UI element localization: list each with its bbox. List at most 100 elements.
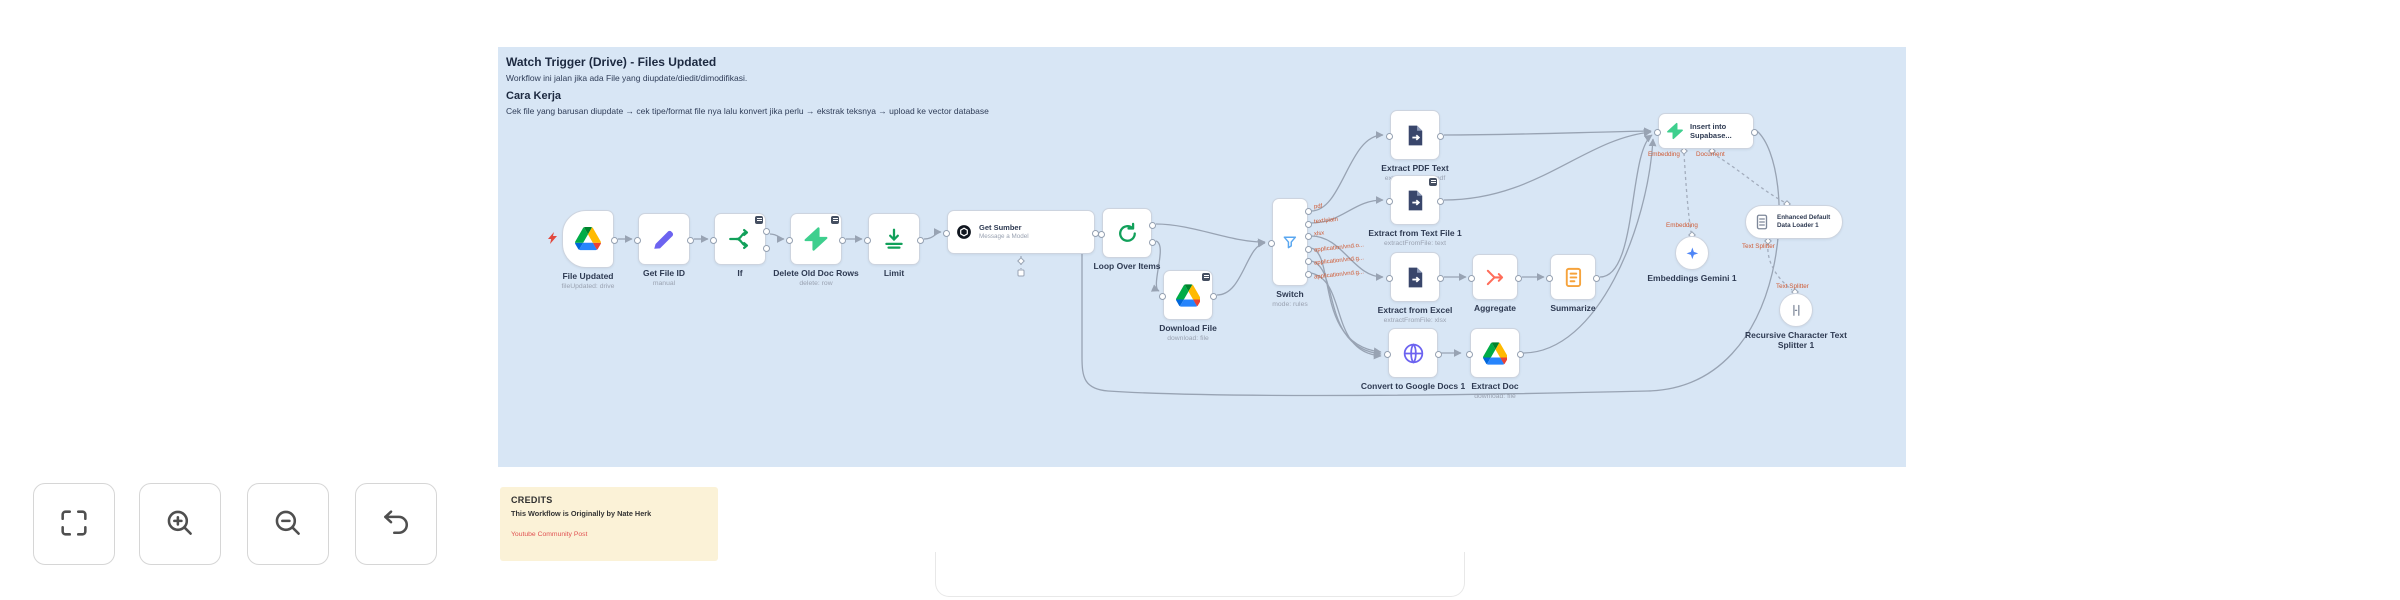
globe-icon — [1389, 329, 1437, 377]
input-port[interactable] — [1386, 197, 1393, 205]
connection-label: Embedding — [1648, 151, 1680, 158]
connection-label: Embedding — [1666, 222, 1698, 229]
input-port[interactable] — [1466, 350, 1473, 358]
node-label: If — [737, 268, 743, 278]
zoom-out-button[interactable] — [247, 483, 329, 565]
limit-icon — [869, 214, 919, 264]
node-label: Limit — [883, 268, 905, 278]
workflow-canvas[interactable]: Watch Trigger (Drive) - Files Updated Wo… — [498, 47, 1906, 467]
output-port[interactable] — [1149, 238, 1156, 246]
workflow-title: Watch Trigger (Drive) - Files Updated — [506, 55, 717, 69]
reset-view-button[interactable] — [355, 483, 437, 565]
output-port[interactable] — [1149, 222, 1156, 230]
output-port[interactable] — [1305, 220, 1312, 228]
pencil-icon — [639, 214, 689, 264]
node-label: Convert to Google Docs 1 — [1360, 381, 1466, 391]
input-port[interactable] — [1098, 230, 1105, 238]
credits-link[interactable]: Youtube Community Post — [511, 531, 588, 538]
credits-line: This Workflow is Originally by Nate Herk — [511, 509, 652, 518]
connection-label: Document — [1696, 151, 1725, 158]
input-port[interactable] — [1159, 292, 1166, 300]
node-subtitle: Message a Model — [979, 233, 1029, 241]
input-port[interactable] — [786, 236, 793, 244]
switch-output-label: application/vnd.g... — [1313, 269, 1365, 281]
input-port[interactable] — [1384, 350, 1391, 358]
output-port[interactable] — [1305, 233, 1312, 241]
input-port[interactable] — [1546, 274, 1553, 282]
fullscreen-button[interactable] — [33, 483, 115, 565]
node-aggregate[interactable]: Aggregate — [1468, 254, 1522, 313]
input-port[interactable] — [1386, 274, 1393, 282]
output-port[interactable] — [1517, 350, 1524, 358]
output-port[interactable] — [1593, 274, 1600, 282]
node-limit[interactable]: Limit — [864, 213, 924, 278]
zoom-out-icon — [271, 506, 305, 543]
output-port[interactable] — [1435, 350, 1442, 358]
output-port[interactable] — [917, 236, 924, 244]
node-data-loader[interactable]: Enhanced Default Data Loader 1 — [1745, 205, 1843, 239]
node-label: Summarize — [1550, 303, 1596, 313]
undo-arrow-icon — [379, 506, 413, 543]
output-port[interactable] — [1751, 128, 1758, 136]
node-insert-supabase[interactable]: Insert into Supabase... — [1654, 113, 1758, 149]
zoom-in-icon — [163, 506, 197, 543]
input-port[interactable] — [1268, 239, 1275, 247]
input-port[interactable] — [1386, 132, 1393, 140]
node-if[interactable]: If — [710, 213, 770, 278]
how-it-works-text: Cek file yang barusan diupdate → cek tip… — [506, 106, 989, 116]
node-subtitle: download: file — [1474, 392, 1516, 400]
gemini-icon — [1676, 237, 1708, 269]
switch-output-label: pdf — [1313, 203, 1323, 211]
node-summarize[interactable]: Summarize — [1546, 254, 1600, 313]
input-port[interactable] — [943, 229, 950, 237]
output-port[interactable] — [763, 227, 770, 235]
output-port[interactable] — [1515, 274, 1522, 282]
output-port[interactable] — [1437, 132, 1444, 140]
input-port[interactable] — [1654, 128, 1661, 136]
output-port[interactable] — [1437, 274, 1444, 282]
input-port[interactable] — [710, 236, 717, 244]
doc-icon — [1752, 212, 1772, 232]
splitter-icon — [1780, 294, 1812, 326]
output-port[interactable] — [1210, 292, 1217, 300]
output-port[interactable] — [1305, 258, 1312, 266]
node-loop-over-items[interactable]: Loop Over Items — [1093, 208, 1161, 271]
node-convert-to-google-docs[interactable]: Convert to Google Docs 1 — [1361, 328, 1465, 391]
input-port[interactable] — [634, 236, 641, 244]
output-port[interactable] — [839, 236, 846, 244]
output-port[interactable] — [1437, 197, 1444, 205]
node-extract-pdf-text[interactable]: Extract PDF TextextractFromFile: pdf — [1381, 110, 1449, 182]
node-embeddings-gemini[interactable]: Embeddings Gemini 1 — [1647, 236, 1737, 283]
fullscreen-icon — [57, 506, 91, 543]
credits-box: CREDITS This Workflow is Originally by N… — [500, 487, 718, 561]
note-badge-icon — [831, 216, 839, 224]
switch-output-label: application/vnd.g... — [1313, 255, 1365, 267]
output-port[interactable] — [1305, 208, 1312, 216]
zoom-in-button[interactable] — [139, 483, 221, 565]
node-text-splitter[interactable]: Recursive Character Text Splitter 1 — [1745, 293, 1847, 350]
extract-file-icon — [1391, 176, 1439, 224]
note-badge-icon — [1429, 178, 1437, 186]
output-port[interactable] — [687, 236, 694, 244]
openai-icon — [954, 222, 974, 242]
output-port[interactable] — [1305, 245, 1312, 253]
output-port[interactable] — [763, 245, 770, 253]
output-port[interactable] — [1305, 270, 1312, 278]
output-port[interactable] — [611, 236, 618, 244]
input-port[interactable] — [864, 236, 871, 244]
google-drive-icon — [1164, 271, 1212, 319]
input-port[interactable] — [1468, 274, 1475, 282]
